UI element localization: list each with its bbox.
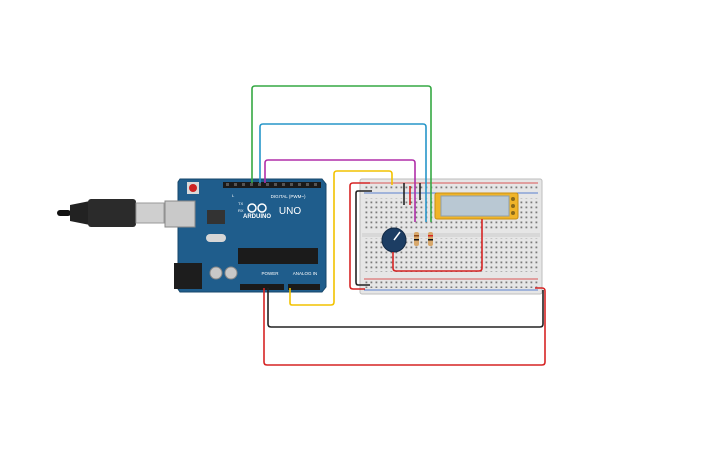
wire-black-ground[interactable] [267,288,544,328]
l-label: L [232,193,235,198]
microcontroller-chip-icon [238,248,318,264]
holes-rail-bottom [364,281,538,288]
wire-red-power[interactable] [263,287,546,366]
tx-label: TX [238,201,243,206]
usb-plug-icon[interactable] [57,199,165,227]
brand-label: ARDUINO [243,214,271,220]
arduino-logo-icon [247,203,267,213]
resistor[interactable] [428,232,433,246]
usb-cable [57,210,71,216]
crystal-icon [206,234,226,242]
center-channel [362,233,540,237]
usb-jack-icon [164,200,196,228]
power-jack-icon [174,263,202,289]
wire-red-rail-link[interactable] [349,182,370,290]
arduino-uno-board[interactable]: DIGITAL (PWM~) ARDUINO UNO TX RX L POWER… [164,178,327,293]
capacitor-icon [209,266,223,280]
rx-label: RX [238,208,244,213]
lcd-mount-hole-icon [511,204,515,208]
wire-green[interactable] [251,85,432,222]
wire-red-lcd-power[interactable] [392,219,483,272]
usb-chip-icon [207,210,225,224]
analog-header-label: ANALOG IN [293,271,318,276]
wire-magenta[interactable] [264,159,416,222]
lcd-mount-hole-icon [511,197,515,201]
wire-blue[interactable] [259,123,427,222]
lcd-screen [440,195,510,217]
power-header[interactable] [240,284,284,290]
lcd-mount-hole-icon [511,211,515,215]
potentiometer[interactable] [381,227,407,253]
digital-header[interactable] [223,182,321,188]
analog-header[interactable] [288,284,320,290]
model-label: UNO [279,206,301,217]
capacitor-icon [224,266,238,280]
resistor[interactable] [414,232,419,246]
wire-yellow[interactable] [289,170,393,306]
wire-black-rail-link[interactable] [355,190,372,286]
power-header-label: POWER [261,271,279,276]
holes-rail-top [364,185,538,191]
digital-header-label: DIGITAL (PWM~) [271,194,306,199]
lcd-display[interactable] [434,192,519,220]
